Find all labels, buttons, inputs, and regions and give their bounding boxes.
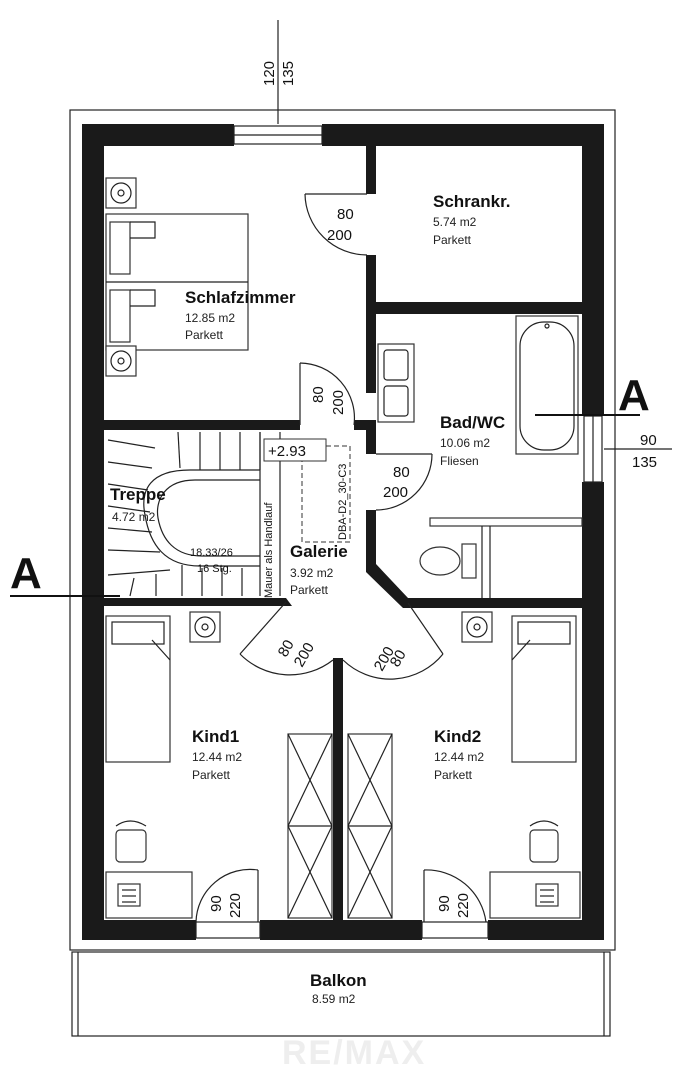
door-kind2-width: 80 [387,647,410,670]
door-bad [375,453,433,511]
balcony-door-right-height: 220 [455,893,472,918]
door-kind1 [239,601,334,676]
nightstand-lamp-bottom-icon [105,345,137,377]
room-area-bad: 10.06 m2 [440,436,490,450]
watermark-logo: RE/MAX [282,1034,426,1072]
room-area-schrankr: 5.74 m2 [433,215,477,229]
door-bad-width: 80 [393,464,410,481]
desk-chair-kind2-icon [529,820,559,863]
room-name-schlafzimmer: Schlafzimmer [185,288,296,307]
door-schlafzimmer-height: 200 [330,390,347,415]
stair-steps: 18.33/26 [190,547,233,559]
stair-wall-note: Mauer als Handlauf [263,502,275,598]
room-name-bad: Bad/WC [440,413,505,432]
door-balcony-right [421,869,489,939]
stair-count: 16 Stg. [197,563,232,575]
nightstand-lamp-top-icon [105,177,137,209]
toilet-icon [419,543,477,579]
door-bad-height: 200 [383,484,408,501]
right-window-height: 135 [632,454,657,471]
right-window [583,415,672,483]
desk-kind2 [489,871,581,919]
double-bed [105,213,249,351]
level-value: +2.93 [268,443,306,460]
room-name-kind2: Kind2 [434,727,481,746]
room-name-treppe: Treppe [110,485,166,504]
right-window-width: 90 [640,432,657,449]
room-area-balkon: 8.59 m2 [312,992,356,1006]
wardrobe-kind1 [287,733,333,919]
exterior-walls [82,124,604,940]
door-balcony-left [195,868,261,939]
room-name-schrankr: Schrankr. [433,192,511,211]
double-sink-icon [377,343,415,423]
room-name-balkon: Balkon [310,971,367,990]
balcony-door-right-width: 90 [436,895,453,912]
wardrobe-kind2 [347,733,393,919]
desk-kind1 [105,871,193,919]
door-kind2 [342,602,444,680]
lamp-kind1-icon [189,611,221,643]
top-window [233,20,323,145]
door-schrank [304,193,368,256]
room-floor-galerie: Parkett [290,583,329,597]
lamp-kind2-icon [461,611,493,643]
room-area-kind1: 12.44 m2 [192,750,242,764]
outer-boundary [69,109,616,951]
balcony [71,951,611,1037]
room-floor-kind2: Parkett [434,768,473,782]
room-floor-bad: Fliesen [440,454,479,468]
staircase [107,431,281,597]
room-name-galerie: Galerie [290,542,348,561]
top-window-width: 120 [261,61,278,86]
bathtub-icon [515,315,579,455]
level-box [263,438,327,462]
room-floor-schlafzimmer: Parkett [185,328,224,342]
desk-chair-kind1-icon [115,820,147,863]
room-floor-kind1: Parkett [192,768,231,782]
room-area-kind2: 12.44 m2 [434,750,484,764]
door-schrank-height: 200 [327,227,352,244]
gallery-tag: DBA-D2_30-C3 [337,464,349,540]
bed-kind1 [105,615,171,763]
door-schrank-width: 80 [337,206,354,223]
room-area-schlafzimmer: 12.85 m2 [185,311,235,325]
room-area-galerie: 3.92 m2 [290,566,334,580]
door-schlafzimmer [299,362,356,426]
door-kind1-width: 80 [275,637,298,660]
bed-kind2 [511,615,577,763]
room-name-kind1: Kind1 [192,727,239,746]
interior-walls [104,146,582,920]
top-window-height: 135 [280,61,297,86]
room-floor-schrankr: Parkett [433,233,472,247]
bath-partition [429,517,583,598]
balcony-door-left-height: 220 [227,893,244,918]
section-marker-right: A [618,371,650,420]
balcony-door-left-width: 90 [208,895,225,912]
room-area-treppe: 4.72 m2 [112,510,156,524]
section-marker-left: A [10,549,42,598]
door-schlafzimmer-width: 80 [310,386,327,403]
